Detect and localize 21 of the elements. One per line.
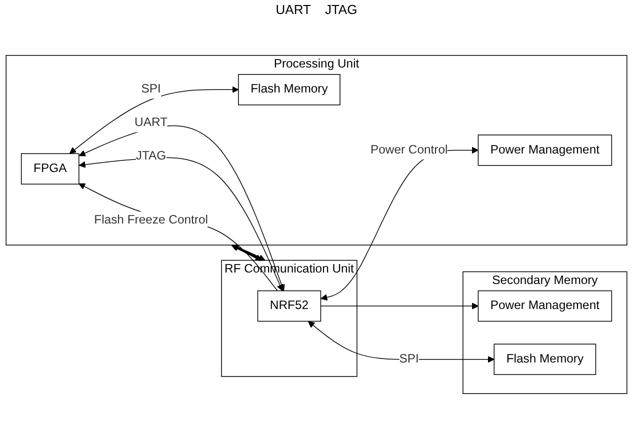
edge-label: Power Control	[370, 143, 448, 156]
note-text: JTAG	[324, 2, 358, 17]
node-box: FPGA	[20, 153, 80, 184]
arrow	[308, 321, 494, 363]
node-box: Power Management	[478, 134, 612, 166]
edge-label: UART	[134, 116, 168, 130]
node-box: Power Management	[478, 290, 612, 322]
arrow	[320, 302, 478, 310]
edge-label: JTAG	[136, 150, 166, 163]
edge-label: Flash Freeze Control	[94, 214, 208, 227]
edge-label: SPI	[141, 82, 161, 96]
arrow	[320, 146, 478, 301]
node-box: Flash Memory	[494, 344, 596, 375]
arrow	[78, 125, 285, 292]
note-text: UART	[276, 2, 311, 17]
node-box: NRF52	[257, 290, 322, 322]
arrow	[78, 183, 278, 292]
edge-label: SPI	[399, 352, 419, 366]
arrow	[78, 157, 284, 292]
node-box: Flash Memory	[238, 74, 340, 106]
arrow	[69, 86, 239, 154]
